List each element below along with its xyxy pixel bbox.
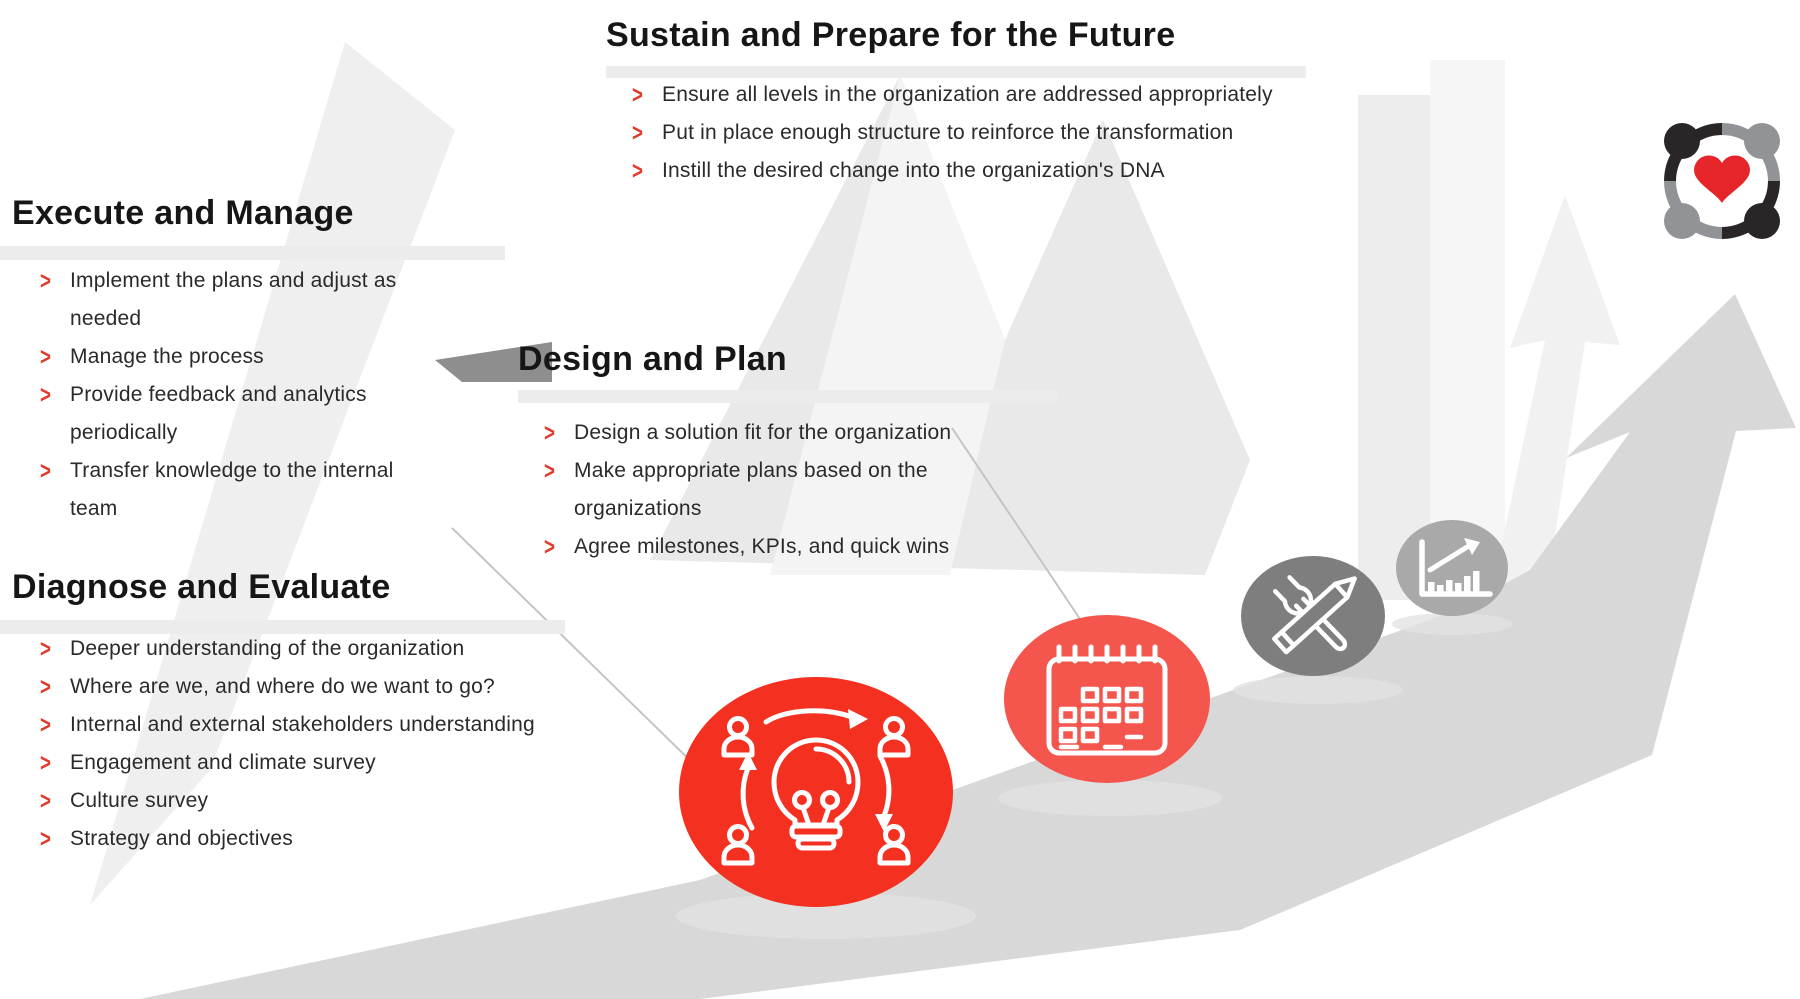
design-bullet-list: >Design a solution fit for the organizat…: [544, 414, 959, 566]
chevron-bullet-icon: >: [544, 418, 555, 447]
wrench-pencil-icon: [1272, 575, 1357, 655]
chevron-bullet-icon: >: [632, 80, 643, 109]
list-item: >Deeper understanding of the organizatio…: [40, 630, 630, 668]
list-item: >Engagement and climate survey: [40, 744, 630, 782]
section-title-execute: Execute and Manage: [12, 194, 354, 232]
title-underline: [518, 390, 1058, 403]
stage-shadows: [676, 613, 1512, 939]
chevron-bullet-icon: >: [544, 532, 555, 561]
chevron-bullet-icon: >: [40, 748, 51, 777]
list-item: >Manage the process: [40, 338, 420, 376]
section-title-design: Design and Plan: [518, 340, 787, 378]
chevron-bullet-icon: >: [40, 710, 51, 739]
list-item: >Agree milestones, KPIs, and quick wins: [544, 528, 959, 566]
chevron-bullet-icon: >: [544, 456, 555, 485]
title-underline: [0, 246, 505, 260]
chevron-bullet-icon: >: [40, 672, 51, 701]
chevron-bullet-icon: >: [40, 380, 51, 409]
heart-icon: [1694, 155, 1750, 203]
list-item: >Design a solution fit for the organizat…: [544, 414, 959, 452]
sustain-bullet-list: >Ensure all levels in the organization a…: [632, 76, 1422, 190]
calendar-icon: [1046, 644, 1168, 756]
list-item: >Internal and external stakeholders unde…: [40, 706, 630, 744]
title-underline: [606, 66, 1306, 78]
stage-circle-design: [1004, 615, 1210, 783]
stage-circle-execute: [1241, 556, 1385, 676]
list-item: >Provide feedback and analytics periodic…: [40, 376, 420, 452]
list-item: >Ensure all levels in the organization a…: [632, 76, 1422, 114]
chevron-bullet-icon: >: [40, 456, 51, 485]
section-title-diagnose: Diagnose and Evaluate: [12, 568, 391, 606]
chevron-bullet-icon: >: [40, 824, 51, 853]
chevron-bullet-icon: >: [40, 634, 51, 663]
chevron-bullet-icon: >: [40, 342, 51, 371]
list-item: >Culture survey: [40, 782, 630, 820]
list-item: >Make appropriate plans based on the org…: [544, 452, 959, 528]
chevron-bullet-icon: >: [632, 156, 643, 185]
chevron-bullet-icon: >: [40, 786, 51, 815]
leader-line-diagnose: [451, 527, 704, 774]
growth-chart-icon: [1419, 538, 1493, 597]
team-heart-icon: [1664, 123, 1780, 239]
section-title-sustain: Sustain and Prepare for the Future: [606, 16, 1176, 54]
stage-circle-sustain: [1396, 520, 1508, 616]
list-item: >Implement the plans and adjust as neede…: [40, 262, 420, 338]
execute-bullet-list: >Implement the plans and adjust as neede…: [40, 262, 420, 528]
list-item: >Strategy and objectives: [40, 820, 630, 858]
people-lightbulb-icon: [721, 708, 911, 866]
title-underline: [0, 620, 565, 634]
diagnose-bullet-list: >Deeper understanding of the organizatio…: [40, 630, 630, 858]
chevron-bullet-icon: >: [632, 118, 643, 147]
list-item: >Put in place enough structure to reinfo…: [632, 114, 1422, 152]
stage-circle-diagnose: [679, 677, 953, 907]
journey-arrow: [140, 294, 1796, 999]
list-item: >Where are we, and where do we want to g…: [40, 668, 630, 706]
chevron-bullet-icon: >: [40, 266, 51, 295]
design-pointer-arrow: [435, 342, 552, 382]
list-item: >Transfer knowledge to the internal team: [40, 452, 420, 528]
leader-line-design: [951, 427, 1083, 623]
list-item: >Instill the desired change into the org…: [632, 152, 1422, 190]
